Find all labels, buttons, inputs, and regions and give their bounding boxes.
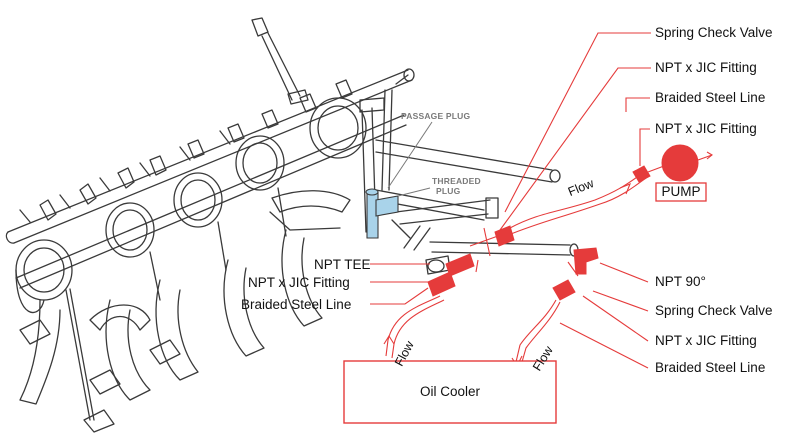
spring-check-valve-top-label: Spring Check Valve [655,25,773,40]
braided-steel-line-left-label: Braided Steel Line [241,297,352,312]
threaded-plug-body [375,195,399,217]
npt-tee-fitting [445,253,475,277]
pump-fitting [632,165,651,183]
npt-tee-label: NPT TEE [314,257,371,272]
npt-jic-fitting-bottom-label: NPT x JIC Fitting [655,333,757,348]
pump-circle [661,144,699,182]
oil-cooler-system-overlay [343,32,713,424]
passage-plug-label: PASSAGE PLUG [401,111,471,121]
npt-90-fitting [573,247,599,275]
threaded-plug-pointer [397,187,431,197]
oil-cooler-box [343,360,557,424]
npt-jic-fitting-label-1: NPT x JIC Fitting [655,60,757,75]
braided-steel-line-top-label: Braided Steel Line [655,90,766,105]
spring-check-valve-lower [567,261,579,277]
pump-box [655,182,707,202]
spring-check-valve-bottom-label: Spring Check Valve [655,303,773,318]
spring-check-valve-upper [483,227,491,257]
passage-plug-pointer [387,121,433,189]
threaded-plug-label-line1: THREADED [432,176,481,186]
npt-jic-fitting-lower [552,279,576,301]
npt-jic-fitting-left [427,271,456,297]
npt-jic-fitting-left-label: NPT x JIC Fitting [248,275,350,290]
npt-90-label: NPT 90° [655,274,706,289]
npt-jic-fitting-upper [494,225,515,247]
oil-cooler-label: Oil Cooler [419,384,481,399]
engine-valvetrain-drawing [5,17,579,433]
threaded-plug-label-line2: PLUG [436,186,461,196]
braided-steel-line-bottom-label: Braided Steel Line [655,360,766,375]
pump-label: PUMP [661,184,701,199]
passage-plug-cap [365,188,379,196]
npt-jic-fitting-label-2: NPT x JIC Fitting [655,121,757,136]
